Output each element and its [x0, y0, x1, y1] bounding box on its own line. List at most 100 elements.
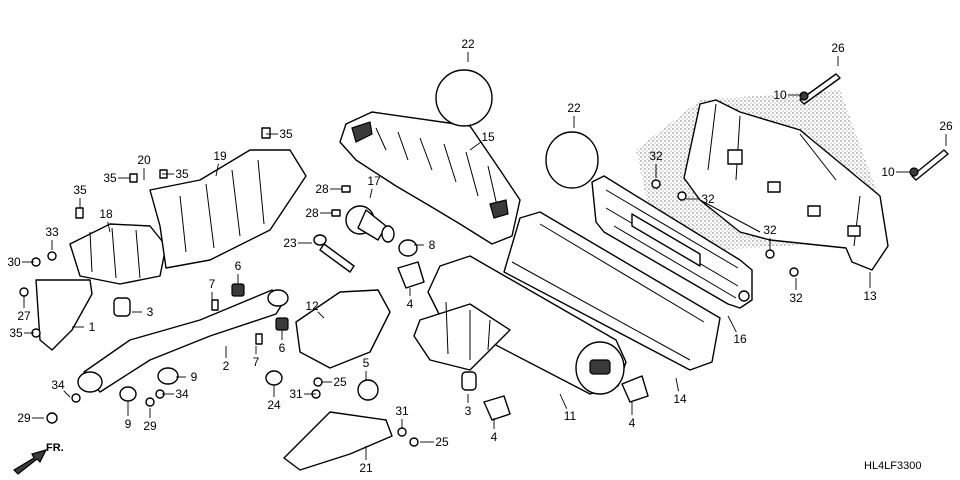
callout-number: 35: [175, 167, 189, 181]
part-17-joint-pipe: [345, 205, 395, 243]
callout-number: 30: [7, 255, 21, 269]
part-1-bracket: [35, 279, 93, 351]
part-2-exhaust-pipe: [77, 289, 289, 393]
callout-number: 32: [701, 192, 715, 206]
callout-number: 4: [407, 297, 414, 311]
part-6-spring-lower: [275, 317, 289, 331]
part-13-rear-heat-guard: [636, 90, 889, 271]
callout-number: 10: [773, 88, 787, 102]
callout-number: 34: [51, 378, 65, 392]
callout-number: 35: [103, 171, 117, 185]
callout-number: 28: [305, 206, 319, 220]
part-19-heat-shield: [149, 149, 307, 269]
callout-number: 1: [89, 320, 96, 334]
part-4-bracket-b: [483, 395, 511, 421]
callout-number: 18: [99, 207, 113, 221]
part-14-muffler-heat-shield: [503, 211, 721, 371]
callout-number: 32: [763, 223, 777, 237]
callout-number: 34: [175, 387, 189, 401]
callout-number: 17: [367, 174, 381, 188]
part-12-lower-heat-shield: [295, 289, 391, 369]
callout-number: 15: [481, 130, 495, 144]
callout-number: 10: [881, 165, 895, 179]
part-23-sensor: [313, 234, 355, 273]
callout-number: 6: [235, 259, 242, 273]
callout-number: 24: [267, 398, 281, 412]
front-direction-label: FR.: [46, 442, 64, 454]
part-4-bracket-c: [621, 375, 649, 403]
part-22-band-lower: [545, 131, 599, 189]
part-15-upper-heat-shield: [339, 111, 521, 245]
callout-number: 26: [939, 119, 953, 133]
callout-number: 9: [191, 370, 198, 384]
callout-number: 26: [831, 41, 845, 55]
callout-leader: [369, 188, 373, 199]
callout-number: 29: [143, 419, 157, 433]
diagram-code: HL4LF3300: [864, 460, 922, 472]
part-3-mount-rubber-front: [113, 297, 131, 317]
part-8-gasket: [398, 239, 418, 257]
part-24-clamp: [265, 370, 283, 386]
callout-number: 22: [567, 101, 581, 115]
part-6-spring-upper: [231, 283, 245, 297]
fasteners: [19, 73, 949, 447]
callout-number: 22: [461, 37, 475, 51]
callout-number: 25: [333, 375, 347, 389]
callout-number: 2: [223, 359, 230, 373]
callout-number: 33: [45, 225, 59, 239]
callout-number: 31: [289, 387, 303, 401]
callout-number: 35: [279, 127, 293, 141]
part-21-lower-heat-shield: [283, 411, 393, 471]
callout-number: 25: [435, 435, 449, 449]
callout-leader: [107, 221, 111, 233]
callout-number: 4: [629, 416, 636, 430]
callout-number: 3: [147, 305, 154, 319]
callout-number: 16: [733, 332, 747, 346]
callout-leader: [317, 311, 325, 319]
part-16-mounting-frame: [591, 175, 753, 309]
callout-number: 35: [73, 183, 87, 197]
callout-leader: [727, 315, 737, 333]
callout-leader: [469, 141, 482, 151]
callout-number: 32: [789, 291, 803, 305]
part-22-band-upper: [435, 69, 493, 127]
part-4-bracket-a: [397, 261, 425, 289]
callout-number: 20: [137, 153, 151, 167]
callout-number: 29: [17, 411, 31, 425]
callout-number: 31: [395, 404, 409, 418]
part-11-muffler: [413, 255, 627, 395]
part-9-gasket-upper: [157, 367, 179, 385]
part-9-gasket-lower: [119, 386, 137, 402]
callout-number: 7: [209, 277, 216, 291]
callout-number: 3: [465, 404, 472, 418]
front-direction-arrow: FR.: [13, 442, 64, 475]
callout-number: 12: [305, 299, 319, 313]
callout-leader: [559, 393, 568, 409]
callout-number: 19: [213, 149, 227, 163]
part-3-mount-rubber-rear: [461, 371, 477, 391]
callout-leader: [675, 377, 679, 392]
callout-number: 8: [429, 238, 436, 252]
callout-leader: [215, 163, 219, 177]
callout-number: 7: [253, 355, 260, 369]
callout-number: 28: [315, 182, 329, 196]
callout-number: 13: [863, 289, 877, 303]
callout-number: 9: [125, 417, 132, 431]
callout-number: 14: [673, 392, 687, 406]
callout-number: 11: [564, 409, 577, 423]
callout-number: 27: [17, 309, 31, 323]
callout-number: 35: [9, 326, 23, 340]
callout-number: 5: [363, 356, 370, 370]
callout-leaders: [22, 52, 947, 460]
callout-number: 32: [649, 149, 663, 163]
callout-number: 4: [491, 430, 498, 444]
part-5-gasket: [357, 379, 379, 401]
callout-number: 21: [359, 461, 373, 475]
callout-number: 23: [283, 236, 297, 250]
callout-number: 6: [279, 341, 286, 355]
callout-leader: [63, 390, 71, 398]
part-18-front-heat-shield: [69, 223, 167, 285]
